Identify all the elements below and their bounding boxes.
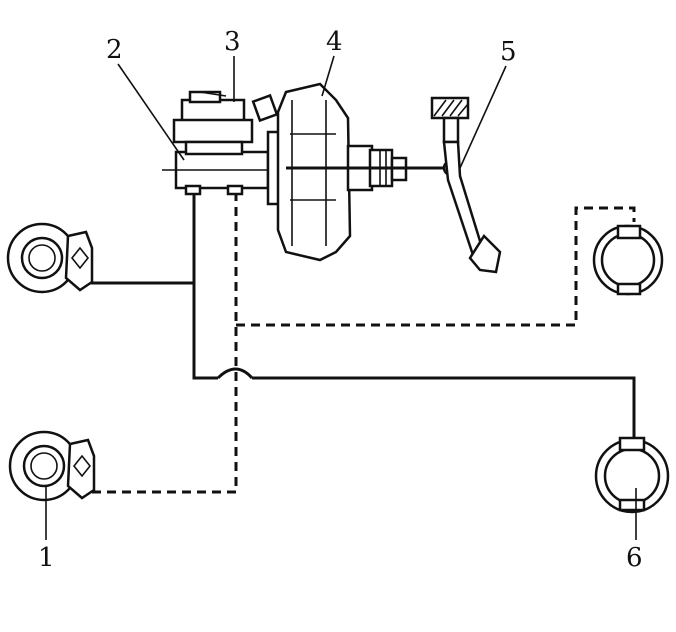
label-5: 5: [500, 37, 517, 67]
leader-5: [459, 65, 507, 169]
dashed-line-front-right: [236, 206, 636, 327]
vacuum-booster: [251, 82, 450, 262]
rear-right-drum-brake: [594, 436, 670, 514]
label-3: 3: [224, 27, 241, 57]
front-left-disc-brake: [6, 222, 94, 294]
master-cylinder: [162, 150, 286, 196]
front-right-drum-brake: [592, 224, 664, 296]
label-2: 2: [106, 35, 123, 65]
solid-line-rear-right: [252, 376, 636, 440]
brake-lines: [88, 192, 636, 494]
leader-lines: [45, 55, 637, 540]
rear-left-disc-brake: [8, 430, 96, 502]
label-4: 4: [326, 27, 343, 57]
dashed-line-main-vertical: [90, 192, 238, 494]
label-6: 6: [626, 543, 643, 573]
leader-2: [117, 63, 185, 161]
solid-line-main-vertical: [192, 192, 218, 380]
solid-line-crossover-hop: [216, 367, 254, 380]
fluid-reservoir: [172, 90, 254, 156]
label-1: 1: [38, 543, 55, 573]
leader-4: [321, 55, 335, 97]
brake-pedal: [430, 96, 502, 274]
